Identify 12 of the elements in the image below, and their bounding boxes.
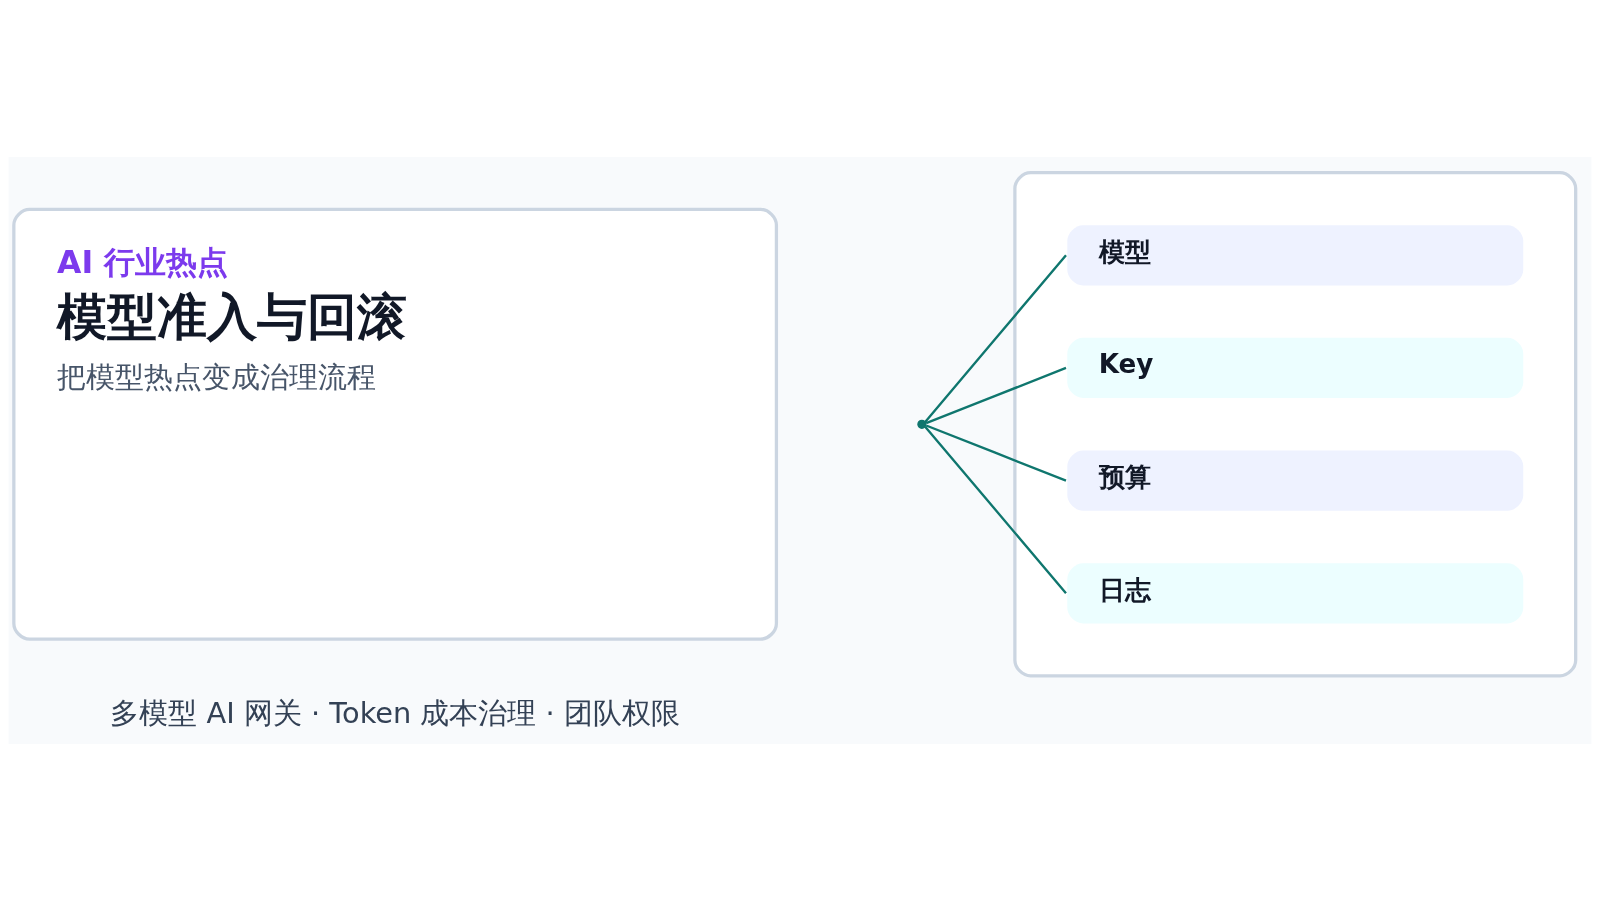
node-box: Key [1067,337,1524,398]
cluster [1013,170,1578,677]
connector [924,425,1067,594]
connector [924,254,1067,423]
node-box: 模型 [1067,224,1524,285]
node-circle [917,419,927,429]
connector [925,423,1067,482]
node-box: 日志 [1067,562,1524,623]
label: 多模型 AI 网关 · Token 成本治理 · 团队权限 [110,695,680,730]
node-box: AI 行业热点 模型准入与回滚 把模型热点变成治理流程 [12,207,779,641]
node-box: 预算 [1067,450,1524,511]
connector [925,366,1067,424]
